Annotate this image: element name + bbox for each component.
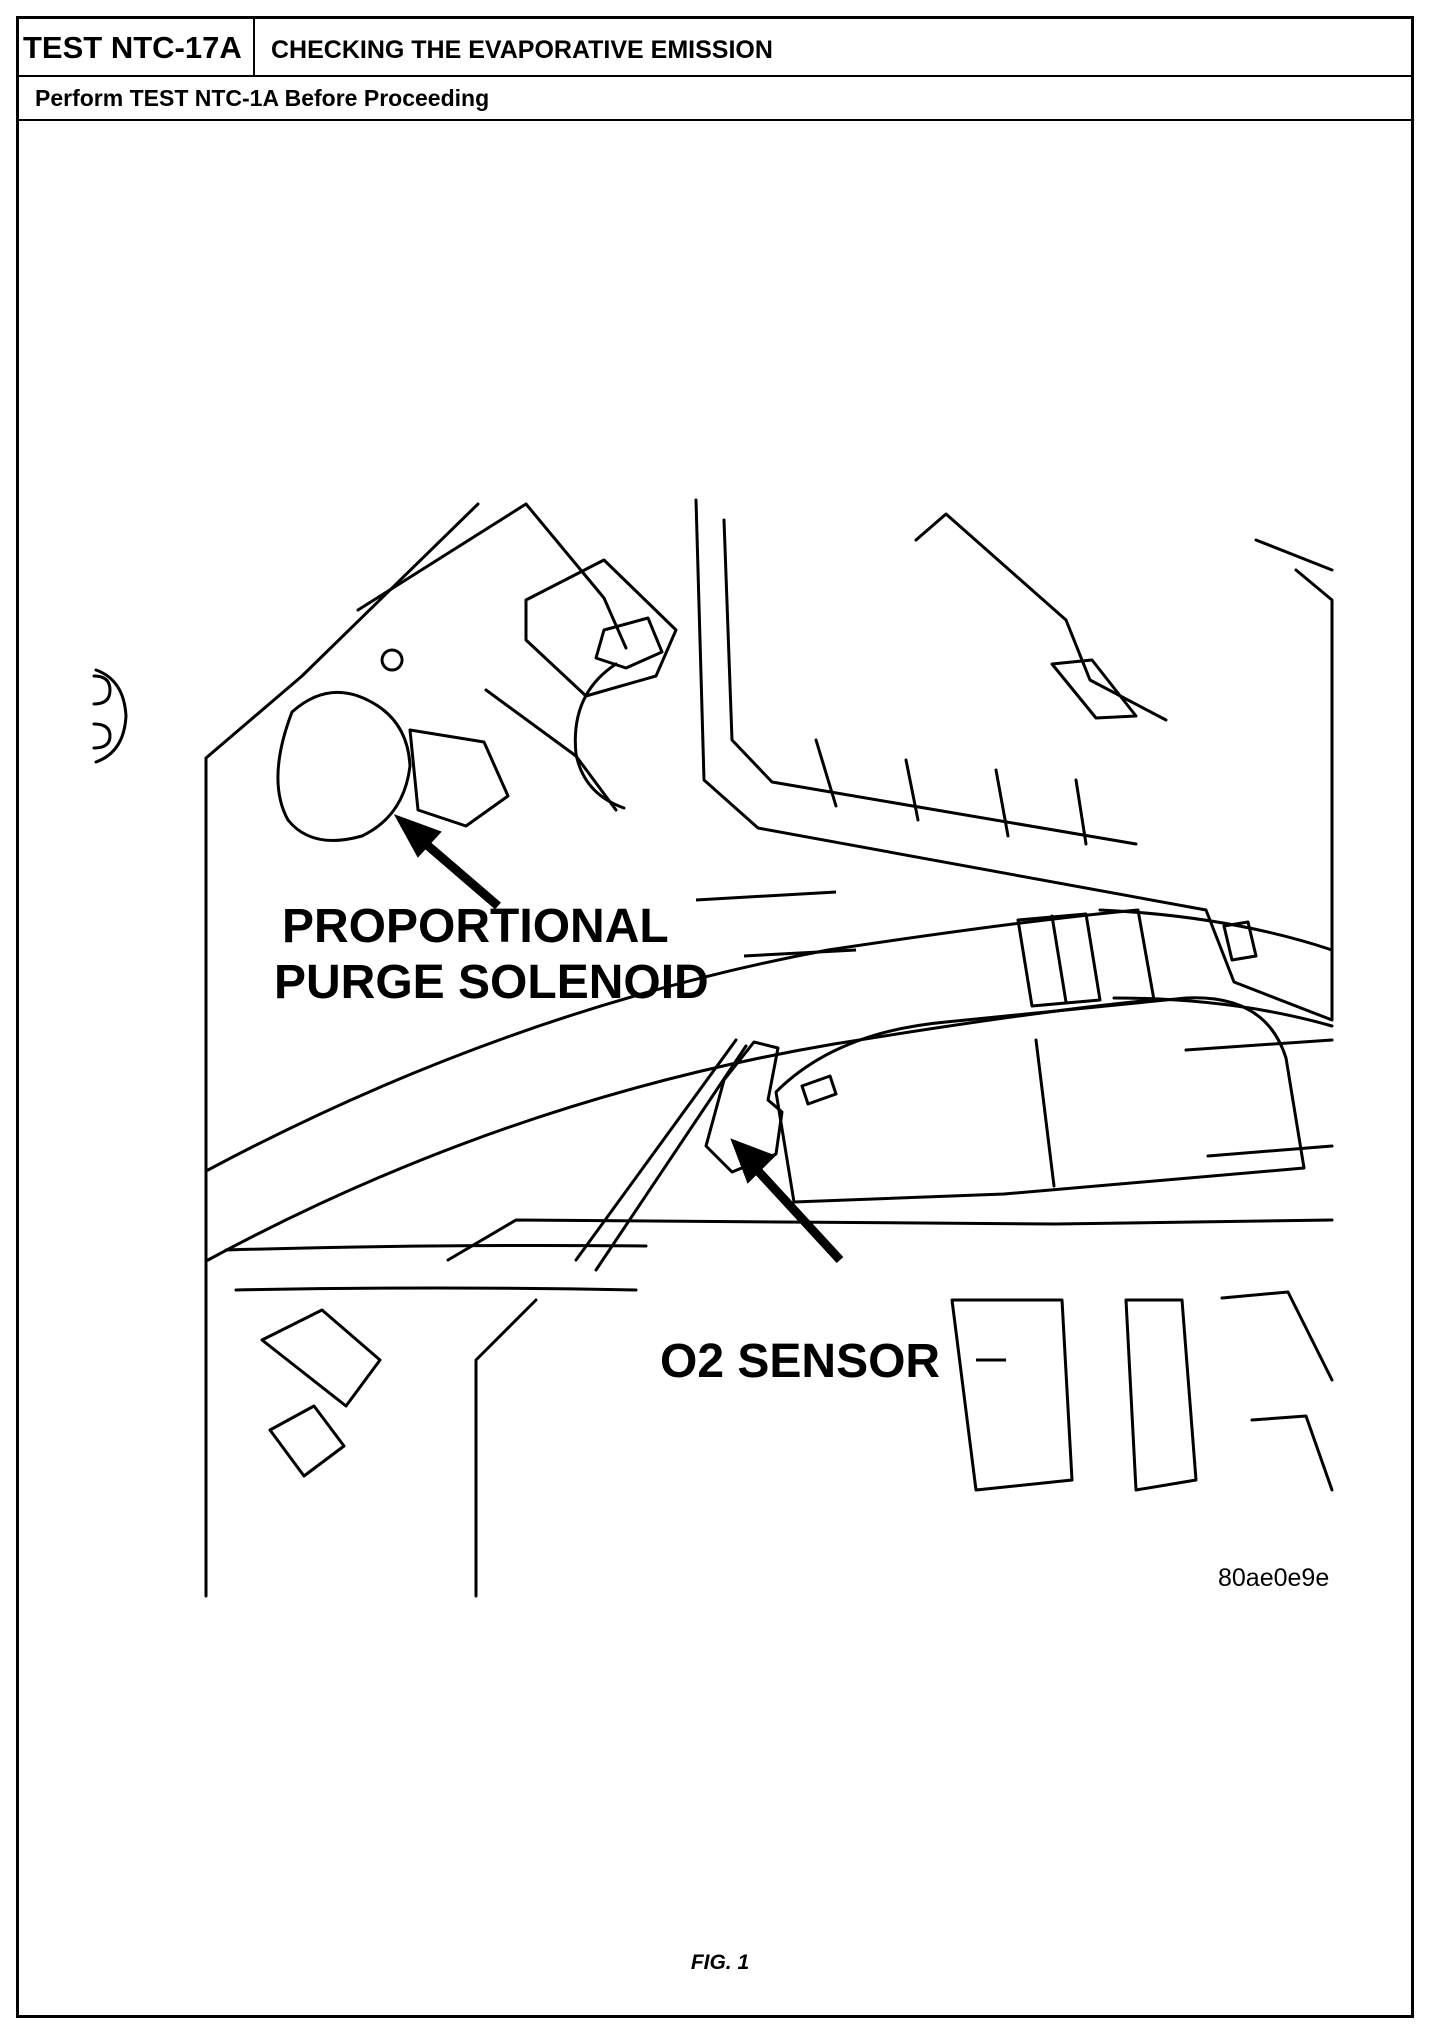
air-box-inner	[722, 518, 1138, 846]
engine-illustration: PROPORTIONAL PURGE SOLENOID O2 SENSOR	[92, 498, 1334, 1598]
figure-caption: FIG. 1	[690, 1951, 750, 1974]
hose-coupling	[1016, 912, 1102, 1008]
o2-sensor-body	[704, 1040, 784, 1174]
o2-sensor-clip	[800, 1074, 838, 1106]
o2-sensor-callout: O2 SENSOR	[660, 1335, 940, 1388]
figure-id: 80ae0e9e	[1218, 1564, 1330, 1592]
air-box-ribs	[814, 738, 1088, 846]
catalytic-converter	[774, 996, 1306, 1204]
purge-callout-line1: PROPORTIONAL	[282, 900, 669, 953]
purge-arrow-head	[393, 814, 442, 858]
solenoid-bracket	[408, 728, 510, 828]
frame-rail	[224, 1244, 648, 1292]
air-box	[694, 498, 1334, 1022]
upper-bracket	[356, 502, 628, 812]
lower-right-block	[1220, 1290, 1334, 1492]
left-edge-shape	[92, 674, 112, 706]
test-title: CHECKING THE EVAPORATIVE EMISSION	[271, 36, 773, 64]
lower-left-parts	[260, 1308, 382, 1478]
air-box-top	[914, 512, 1334, 722]
air-box-tab	[1050, 658, 1138, 720]
connector-clip	[573, 662, 626, 810]
right-hose	[1098, 908, 1334, 1028]
scene-outline	[204, 502, 480, 1598]
purge-leader-line	[695, 890, 837, 902]
left-edge-shape	[94, 668, 128, 764]
header-row: TEST NTC-17A CHECKING THE EVAPORATIVE EM…	[19, 19, 1411, 77]
page-frame: TEST NTC-17A CHECKING THE EVAPORATIVE EM…	[16, 16, 1414, 2018]
purge-leader-line	[743, 948, 857, 958]
o2-arrow-shaft	[744, 1156, 844, 1264]
small-clamp	[1222, 920, 1258, 962]
mount-bolt	[380, 648, 404, 672]
purge-callout-line2: PURGE SOLENOID	[274, 956, 709, 1009]
o2-sensor-wire	[574, 1038, 748, 1272]
lower-box	[950, 1298, 1198, 1492]
o2-arrow-head	[730, 1138, 776, 1184]
left-edge-shape	[92, 722, 112, 750]
top-connector	[524, 558, 678, 698]
lower-housing	[446, 1218, 1334, 1598]
main-hose	[206, 908, 1156, 1262]
hose-coupling-ring	[1050, 914, 1068, 1004]
prerequisite-text: Perform TEST NTC-1A Before Proceeding	[35, 85, 490, 111]
solenoid-body	[276, 690, 412, 842]
exhaust-pipe	[1184, 1038, 1334, 1158]
converter-band	[1034, 1038, 1056, 1188]
test-id: TEST NTC-17A	[19, 19, 255, 77]
prerequisite-row: Perform TEST NTC-1A Before Proceeding	[19, 77, 1411, 121]
connector-nut	[594, 616, 664, 670]
